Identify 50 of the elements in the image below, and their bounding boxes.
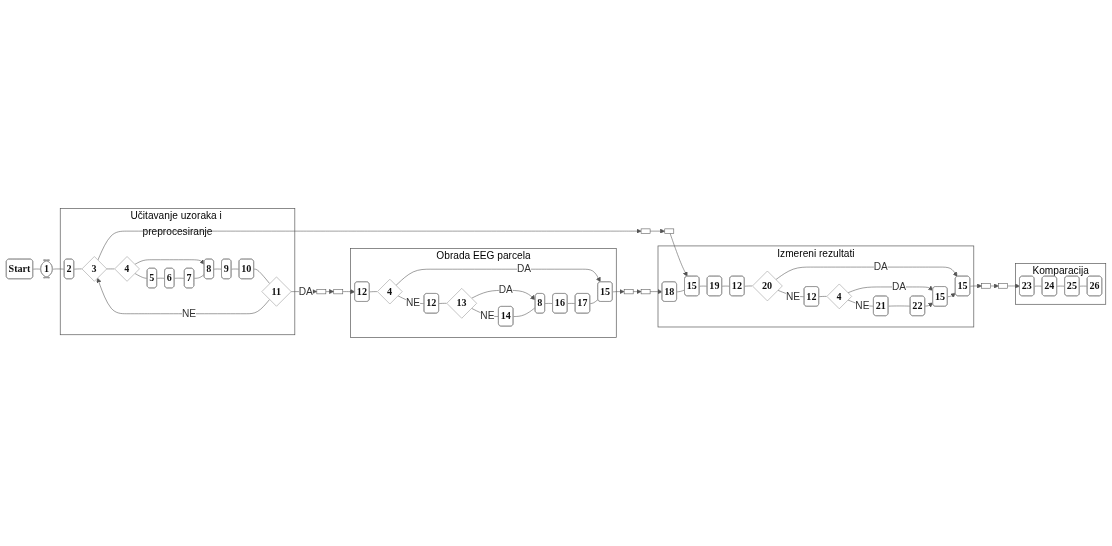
connector xyxy=(818,296,827,297)
node-box xyxy=(981,283,991,289)
edge-label: NE xyxy=(182,307,197,320)
node-diamond: 4 xyxy=(826,283,853,310)
connector xyxy=(513,307,536,317)
edge-label: NE xyxy=(786,290,801,302)
connector xyxy=(231,268,240,270)
connector xyxy=(544,303,554,304)
connector xyxy=(721,285,731,287)
node-diamond: 13 xyxy=(446,288,478,319)
connector xyxy=(369,291,378,293)
edge-label: NE xyxy=(480,310,495,322)
edge-label: NE xyxy=(855,299,870,312)
connector xyxy=(567,303,576,304)
connector xyxy=(52,268,65,270)
connector xyxy=(174,277,185,279)
node-box xyxy=(664,228,675,234)
connector xyxy=(1079,285,1088,287)
node-box xyxy=(640,228,651,234)
edge-label: DA xyxy=(498,284,513,296)
connector xyxy=(253,268,270,284)
connector xyxy=(193,273,205,279)
connector xyxy=(888,305,911,307)
node-diamond: 4 xyxy=(377,278,403,305)
edge-label: DA xyxy=(892,281,907,293)
node-diamond: 4 xyxy=(114,256,140,282)
connector xyxy=(699,285,708,287)
edge-label: DA xyxy=(298,285,313,297)
connector xyxy=(32,268,42,270)
connector xyxy=(589,299,599,304)
edge-label: DA xyxy=(517,263,532,275)
connector xyxy=(438,303,447,304)
node-diamond: 3 xyxy=(81,256,108,282)
node-box xyxy=(316,289,327,295)
node-box xyxy=(998,283,1008,289)
edge-label: NE xyxy=(405,297,421,309)
edge-label: DA xyxy=(873,261,888,273)
node-box xyxy=(640,289,651,295)
connector xyxy=(134,273,148,279)
node-box xyxy=(333,289,344,295)
connector xyxy=(213,268,223,270)
connector xyxy=(1034,285,1043,287)
connector xyxy=(1056,285,1066,287)
node-diamond: 11 xyxy=(261,276,292,307)
connector xyxy=(676,289,686,293)
node-box xyxy=(623,289,634,295)
connector xyxy=(156,277,166,279)
node-diamond: 20 xyxy=(752,270,783,302)
connector xyxy=(744,285,753,287)
connector xyxy=(73,268,82,270)
